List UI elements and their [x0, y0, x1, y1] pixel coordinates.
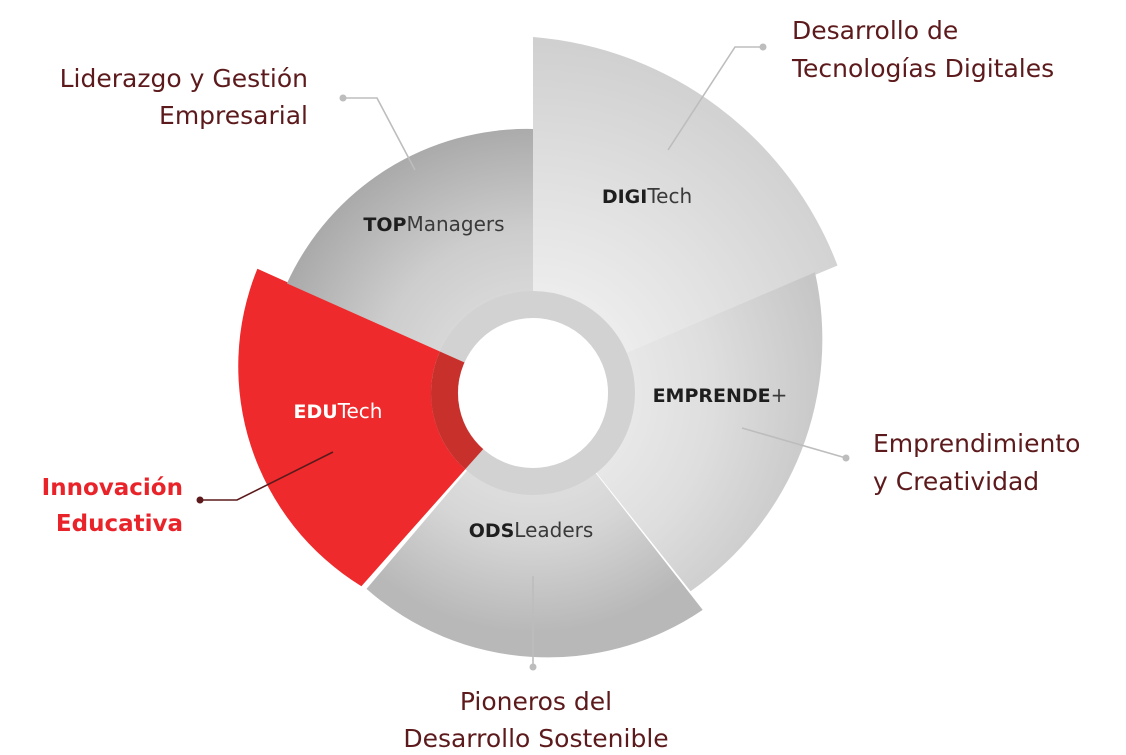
inner-ring-active-arc [431, 351, 484, 470]
connector-dot-topmanagers [339, 94, 347, 102]
inner-hole [458, 318, 608, 468]
sector-emprende[interactable] [533, 272, 823, 592]
connector-lines [196, 43, 850, 671]
connector-edutech [200, 451, 334, 501]
brand-digitech: DIGITech [602, 184, 692, 208]
program-brands: DIGITech TOPManagers EMPRENDE+ EDUTech O… [294, 184, 788, 542]
label-topmanagers-line2: Empresarial [159, 101, 308, 130]
label-topmanagers-line1: Liderazgo y Gestión [60, 64, 308, 93]
label-edutech-line2: Educativa [56, 511, 183, 537]
connector-dot-edutech [196, 496, 204, 504]
brand-emprende: EMPRENDE+ [653, 383, 788, 407]
sector-odsleaders[interactable] [366, 393, 703, 658]
sector-digitech[interactable] [533, 37, 838, 393]
label-digitech-line1: Desarrollo de [792, 16, 958, 45]
label-emprende-line2: y Creatividad [873, 467, 1039, 496]
connector-emprende [741, 427, 847, 459]
connector-topmanagers [343, 97, 416, 171]
brand-topmanagers: TOPManagers [363, 212, 504, 236]
connector-dot-odsleaders [529, 663, 537, 671]
label-odsleaders-line2: Desarrollo Sostenible [403, 724, 668, 753]
connector-digitech [667, 46, 763, 151]
connector-dot-emprende [842, 454, 850, 462]
label-odsleaders-line1: Pioneros del [460, 687, 612, 716]
sector-edutech[interactable] [238, 268, 534, 587]
brand-odsleaders: ODSLeaders [469, 518, 594, 542]
label-emprende-line1: Emprendimiento [873, 429, 1080, 458]
wheel-sectors [238, 37, 838, 658]
connector-dot-digitech [759, 43, 767, 51]
inner-ring [431, 291, 635, 495]
label-edutech-line1: Innovación [42, 475, 183, 501]
label-digitech-line2: Tecnologías Digitales [791, 54, 1054, 83]
brand-edutech: EDUTech [294, 399, 383, 423]
outer-labels: Desarrollo de Tecnologías Digitales Lide… [42, 16, 1081, 753]
